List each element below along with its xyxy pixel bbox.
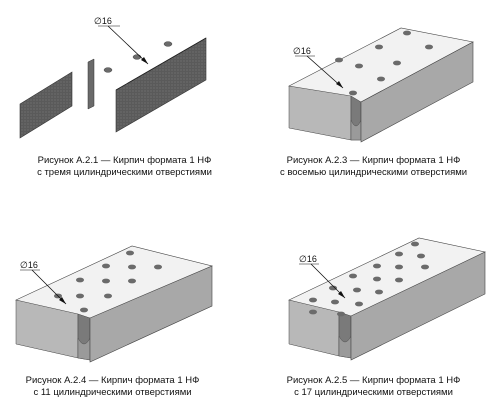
figure-caption: Рисунок А.2.3 — Кирпич формата 1 НФ с во… <box>249 155 498 179</box>
hole <box>309 309 317 315</box>
hole <box>163 41 173 47</box>
dimension-label: ∅16 <box>20 260 38 270</box>
brick-8-holes-drawing: ∅16 <box>288 27 474 143</box>
hole <box>329 285 337 291</box>
hole <box>349 273 357 279</box>
hole <box>395 251 403 257</box>
hole <box>126 250 134 256</box>
hole <box>393 60 401 66</box>
hole <box>353 287 361 293</box>
dimension-label: ∅16 <box>94 16 112 26</box>
caption-line-1: Рисунок А.2.5 — Кирпич формата 1 НФ <box>286 375 461 386</box>
figure-a-2-4: ∅16 Рисунок А.2.4 — Кирпич формата 1 НФ … <box>0 210 249 420</box>
hole <box>403 30 411 36</box>
hole <box>395 264 403 270</box>
hole <box>128 278 136 284</box>
hole <box>375 289 383 295</box>
figure-a-2-3: ∅16 Рисунок А.2.3 — Кирпич формата 1 НФ … <box>249 0 498 210</box>
hole <box>349 90 357 96</box>
hole <box>128 264 136 270</box>
hole <box>102 278 110 284</box>
hole <box>373 276 381 282</box>
figure-caption: Рисунок А.2.4 — Кирпич формата 1 НФ с 11… <box>0 375 237 399</box>
caption-line-1: Рисунок А.2.4 — Кирпич формата 1 НФ <box>25 375 200 386</box>
figure-a-2-5: ∅16 Рисунок А.2.5 — Кирпич формата 1 НФ … <box>249 210 498 420</box>
hole <box>331 299 339 305</box>
hole <box>395 277 403 283</box>
hole <box>102 263 110 269</box>
figure-caption: Рисунок А.2.1 — Кирпич формата 1 НФ с тр… <box>0 155 249 179</box>
figure-caption: Рисунок А.2.5 — Кирпич формата 1 НФ с 17… <box>249 375 498 399</box>
hole <box>76 277 84 283</box>
caption-line-2: с восемью цилиндрическими отверстиями <box>279 167 468 178</box>
figure-a-2-1: ∅16 Рисунок А.2.1 — Кирпич формата 1 НФ … <box>0 0 249 210</box>
hole <box>103 67 113 73</box>
hole <box>76 293 84 299</box>
hole <box>154 264 162 270</box>
hole <box>425 44 433 50</box>
hole <box>375 44 383 50</box>
hole <box>355 63 363 69</box>
caption-line-2: с 11 цилиндрическими отверстиями <box>33 387 192 398</box>
brick-11-holes-drawing: ∅16 <box>15 245 213 363</box>
hole <box>373 263 381 269</box>
hole <box>104 293 112 299</box>
dimension-label: ∅16 <box>299 254 317 264</box>
caption-line-1: Рисунок А.2.1 — Кирпич формата 1 НФ <box>37 155 212 166</box>
hole <box>411 241 419 247</box>
hole <box>377 76 385 82</box>
caption-line-2: с тремя цилиндрическими отверстиями <box>37 167 212 178</box>
hole <box>337 311 345 317</box>
brick-3-holes-drawing: ∅16 <box>19 16 207 139</box>
hole <box>132 54 142 60</box>
brick-17-holes-drawing: ∅16 <box>288 237 486 361</box>
caption-line-2: с 17 цилиндрическими отверстиями <box>294 387 453 398</box>
hole <box>80 307 88 313</box>
hole <box>417 253 425 259</box>
hole <box>355 301 363 307</box>
caption-line-1: Рисунок А.2.3 — Кирпич формата 1 НФ <box>286 155 461 166</box>
hole <box>421 264 429 270</box>
hole <box>309 297 317 303</box>
dimension-label: ∅16 <box>293 46 311 56</box>
hole <box>335 57 343 63</box>
